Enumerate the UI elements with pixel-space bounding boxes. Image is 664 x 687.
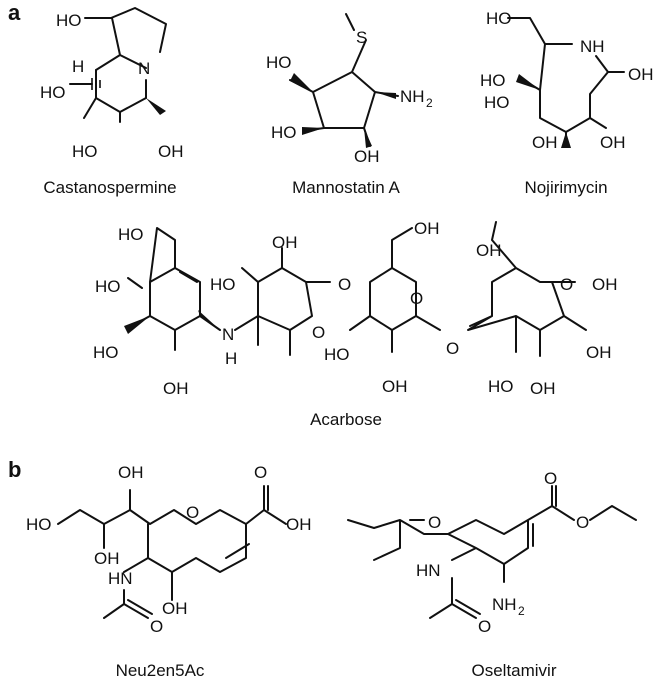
- atom-subscript-2: 2: [426, 96, 433, 110]
- atom-oh: OH: [162, 599, 188, 618]
- atom-ho: HO: [324, 345, 350, 364]
- atom-o: O: [150, 617, 163, 636]
- atom-oh: OH: [586, 343, 612, 362]
- structure-acarbose: HO HO HO OH N H OH HO O O OH O HO OH O O…: [93, 219, 618, 398]
- atom-nh2: NH: [492, 595, 517, 614]
- structure-mannostatin-a: S HO NH 2 HO OH: [266, 13, 433, 166]
- atom-oh: OH: [592, 275, 618, 294]
- atom-ho: HO: [484, 93, 510, 112]
- atom-o: O: [312, 323, 325, 342]
- atom-oh: OH: [286, 515, 312, 534]
- atom-oh: OH: [600, 133, 626, 152]
- atom-oh: OH: [94, 549, 120, 568]
- atom-subscript-2: 2: [518, 604, 525, 618]
- atom-s: S: [356, 28, 367, 47]
- structure-nojirimycin: HO NH HO OH HO OH OH: [480, 9, 654, 152]
- caption-acarbose: Acarbose: [310, 410, 382, 429]
- atom-oh: OH: [272, 233, 298, 252]
- structure-neu2en5ac: HO OH OH O O OH HN O OH: [26, 463, 312, 636]
- panel-label-b: b: [8, 457, 21, 482]
- structure-oseltamivir: O O O HN NH 2 O: [347, 469, 637, 636]
- atom-oh: OH: [628, 65, 654, 84]
- atom-o: O: [254, 463, 267, 482]
- atom-n: N: [138, 59, 150, 78]
- atom-oh: OH: [530, 379, 556, 398]
- atom-o: O: [560, 275, 573, 294]
- caption-mannostatin-a: Mannostatin A: [292, 178, 400, 197]
- atom-oh: OH: [118, 463, 144, 482]
- atom-ho: HO: [93, 343, 119, 362]
- atom-oh: OH: [163, 379, 189, 398]
- atom-ho: HO: [480, 71, 506, 90]
- atom-hn: HN: [108, 569, 133, 588]
- atom-ho: HO: [118, 225, 144, 244]
- atom-ho: HO: [26, 515, 52, 534]
- atom-hn: HN: [416, 561, 441, 580]
- atom-oh: OH: [382, 377, 408, 396]
- atom-nh: NH: [580, 37, 605, 56]
- atom-o: O: [544, 469, 557, 488]
- atom-o: O: [478, 617, 491, 636]
- atom-ho: HO: [271, 123, 297, 142]
- panel-label-a: a: [8, 0, 21, 25]
- atom-ho: HO: [56, 11, 82, 30]
- caption-neu2en5ac: Neu2en5Ac: [116, 661, 205, 680]
- atom-oh: OH: [354, 147, 380, 166]
- atom-ho: HO: [210, 275, 236, 294]
- atom-o: O: [410, 289, 423, 308]
- structure-castanospermine: HO H N HO HO OH: [40, 7, 184, 161]
- caption-oseltamivir: Oseltamivir: [471, 661, 556, 680]
- atom-n: N: [222, 325, 234, 344]
- atom-nh2: NH: [400, 87, 425, 106]
- atom-h: H: [225, 349, 237, 368]
- atom-o: O: [186, 503, 199, 522]
- atom-o: O: [446, 339, 459, 358]
- atom-oh: OH: [476, 241, 502, 260]
- atom-oh: OH: [414, 219, 440, 238]
- atom-o: O: [428, 513, 441, 532]
- atom-h: H: [72, 57, 84, 76]
- atom-ho: HO: [486, 9, 512, 28]
- atom-ho: HO: [72, 142, 98, 161]
- atom-o: O: [576, 513, 589, 532]
- atom-ho: HO: [95, 277, 121, 296]
- atom-ho: HO: [488, 377, 514, 396]
- caption-nojirimycin: Nojirimycin: [524, 178, 607, 197]
- atom-ho: HO: [266, 53, 292, 72]
- caption-castanospermine: Castanospermine: [43, 178, 176, 197]
- atom-oh: OH: [158, 142, 184, 161]
- atom-oh: OH: [532, 133, 558, 152]
- atom-ho: HO: [40, 83, 66, 102]
- atom-o: O: [338, 275, 351, 294]
